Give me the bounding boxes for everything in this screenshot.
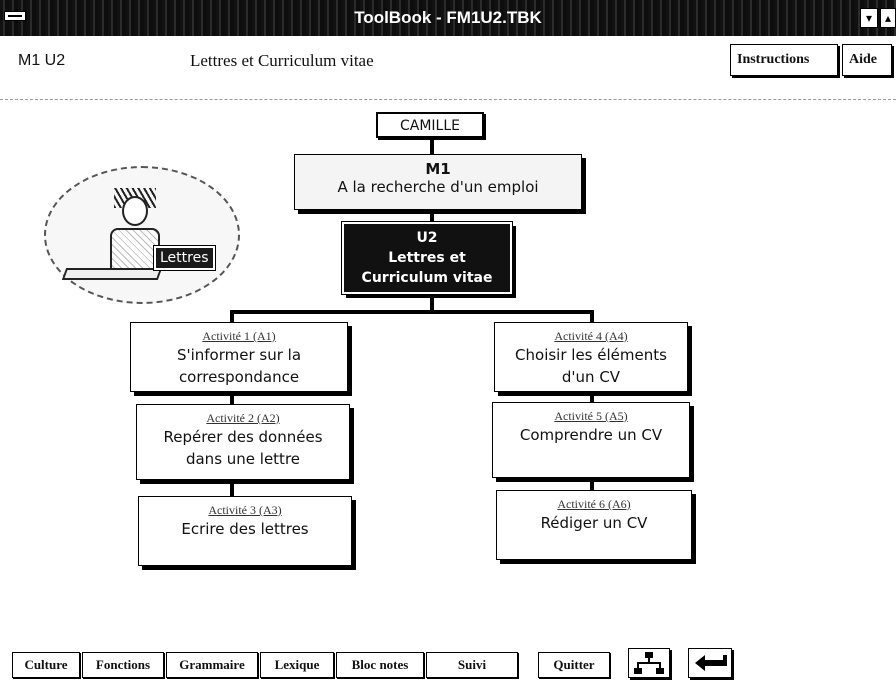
- head-shape: [122, 196, 148, 226]
- activity-2-box[interactable]: Activité 2 (A2) Repérer des données dans…: [136, 404, 350, 480]
- activity-3-line1: Ecrire des lettres: [181, 520, 309, 538]
- unit-title: Lettres et Curriculum vitae: [190, 51, 374, 70]
- grammaire-button[interactable]: Grammaire: [166, 652, 258, 678]
- suivi-button[interactable]: Suivi: [426, 652, 518, 678]
- activity-5-box[interactable]: Activité 5 (A5) Comprendre un CV: [492, 402, 690, 478]
- module-code: M1: [425, 160, 451, 178]
- activity-3-box[interactable]: Activité 3 (A3) Ecrire des lettres: [138, 496, 352, 566]
- activity-6-link[interactable]: Activité 6 (A6): [557, 497, 631, 511]
- activity-2-link[interactable]: Activité 2 (A2): [206, 411, 280, 425]
- badge-label: Lettres: [153, 245, 216, 271]
- module-box[interactable]: M1 A la recherche d'un emploi: [294, 154, 582, 210]
- activity-2-line1: Repérer des données: [163, 428, 323, 446]
- unit-box-line2: Curriculum vitae: [361, 270, 493, 286]
- connector-left-drop: [230, 310, 234, 322]
- activity-2-line2: dans une lettre: [185, 450, 301, 468]
- title-bar: ToolBook - FM1U2.TBK ▾ ▴: [0, 0, 896, 36]
- quitter-button[interactable]: Quitter: [538, 652, 610, 678]
- return-arrow-icon: [695, 655, 727, 671]
- activity-1-line2: correspondance: [178, 368, 300, 386]
- activity-6-line1: Rédiger un CV: [540, 514, 648, 532]
- activity-1-box[interactable]: Activité 1 (A1) S'informer sur la corres…: [130, 322, 348, 392]
- connector-a4-a5: [590, 392, 594, 402]
- connector-a1-a2: [230, 392, 234, 404]
- connector-a5-a6: [590, 478, 594, 490]
- activity-4-box[interactable]: Activité 4 (A4) Choisir les éléments d'u…: [494, 322, 688, 392]
- connector-camille-m1: [430, 138, 434, 154]
- activity-4-line1: Choisir les éléments: [515, 346, 667, 364]
- minimize-button[interactable]: ▾: [860, 8, 878, 28]
- lexique-button[interactable]: Lexique: [260, 652, 334, 678]
- activity-1-link[interactable]: Activité 1 (A1): [202, 329, 276, 343]
- user-name-box: CAMILLE: [376, 112, 484, 138]
- instructions-button[interactable]: Instructions: [730, 44, 838, 76]
- unit-box[interactable]: U2 Lettres et Curriculum vitae: [341, 221, 513, 295]
- help-button[interactable]: Aide: [842, 44, 892, 76]
- window-title: ToolBook - FM1U2.TBK: [354, 8, 542, 27]
- activity-5-link[interactable]: Activité 5 (A5): [554, 409, 628, 423]
- system-menu-icon[interactable]: [4, 11, 26, 21]
- activity-3-link[interactable]: Activité 3 (A3): [208, 503, 282, 517]
- writer-figure-icon: [106, 188, 164, 280]
- connector-horizontal: [230, 310, 594, 314]
- unit-code: M1 U2: [18, 52, 66, 69]
- connector-m1-u2: [430, 210, 434, 222]
- activity-4-line2: d'un CV: [561, 368, 621, 386]
- module-name: A la recherche d'un emploi: [337, 178, 539, 196]
- bloc-notes-button[interactable]: Bloc notes: [336, 652, 424, 678]
- activity-5-line1: Comprendre un CV: [519, 426, 663, 444]
- desk-shape: [61, 268, 163, 280]
- hierarchy-button[interactable]: [628, 648, 670, 678]
- unit-box-line1: Lettres et: [388, 250, 466, 266]
- return-button[interactable]: [688, 648, 732, 678]
- connector-right-drop: [590, 310, 594, 322]
- activity-1-line1: S'informer sur la: [176, 346, 302, 364]
- activity-4-link[interactable]: Activité 4 (A4): [554, 329, 628, 343]
- lettres-badge[interactable]: Lettres: [44, 166, 240, 304]
- fonctions-button[interactable]: Fonctions: [82, 652, 164, 678]
- connector-a2-a3: [230, 480, 234, 496]
- unit-box-code: U2: [416, 230, 438, 246]
- culture-button[interactable]: Culture: [12, 652, 80, 678]
- hierarchy-icon: [634, 652, 664, 674]
- connector-u2-branch: [430, 294, 434, 312]
- maximize-button[interactable]: ▴: [880, 8, 896, 28]
- activity-6-box[interactable]: Activité 6 (A6) Rédiger un CV: [496, 490, 692, 560]
- header-divider: [0, 99, 896, 100]
